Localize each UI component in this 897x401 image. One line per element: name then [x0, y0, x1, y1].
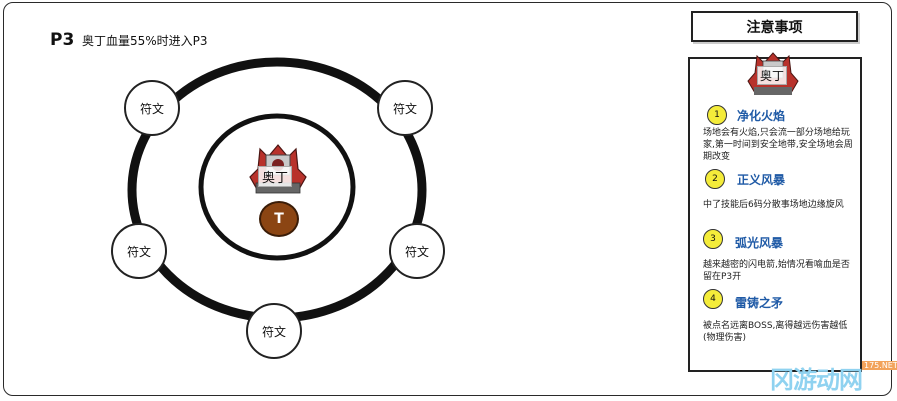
item-2-desc: 中了技能后6码分散事场地边缘旋风: [703, 200, 844, 210]
item-4-number: 4: [703, 289, 723, 309]
watermark-logo: 冈游动网: [770, 366, 863, 394]
item-2-title: 正义风暴: [737, 173, 786, 187]
watermark-sub: 175.NET: [862, 361, 897, 370]
canvas-frame: [3, 2, 892, 396]
rune-left: 符文: [111, 223, 167, 279]
item-1-desc: 场地会有火焰,只会流一部分场地给玩家,第一时间到安全地带,安全场地会周期改变: [703, 128, 853, 162]
item-3-desc: 越来越密的闪电箭,始情况看喻血是否留在P3开: [703, 260, 850, 282]
item-3-number: 3: [703, 229, 723, 249]
rune-bottom: 符文: [246, 303, 302, 359]
item-3-title: 弧光风暴: [735, 236, 784, 250]
phase-description: 奥丁血量55%时进入P3: [82, 34, 208, 48]
rune-right: 符文: [389, 223, 445, 279]
boss-name: 奥丁: [258, 166, 293, 187]
panel-boss-name: 奥丁: [757, 66, 788, 85]
inner-ring: [198, 113, 356, 261]
rune-top-right: 符文: [377, 80, 433, 136]
item-2-number: 2: [705, 169, 725, 189]
phase-label: P3: [50, 30, 75, 50]
item-4-desc: 被点名远离BOSS,离得越远伤害越低(物理伤害): [703, 321, 848, 343]
notice-title: 注意事项: [691, 11, 858, 42]
item-1-number: 1: [707, 105, 727, 125]
item-4-title: 雷铸之矛: [735, 296, 784, 310]
item-1-title: 净化火焰: [737, 109, 786, 123]
rune-top-left: 符文: [124, 80, 180, 136]
tank-marker: T: [259, 201, 299, 237]
